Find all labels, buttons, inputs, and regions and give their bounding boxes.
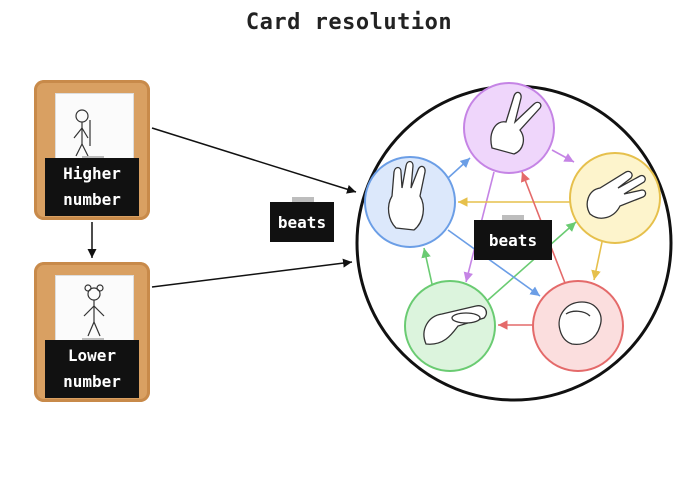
- card-paper: [55, 275, 134, 349]
- scissors-hand-icon: [490, 91, 542, 155]
- lower-number-card: Lower number: [34, 262, 150, 402]
- beats-label-left: beats: [270, 202, 334, 242]
- lower-number-label: Lower number: [45, 340, 139, 398]
- higher-number-line2: number: [63, 190, 121, 209]
- tape: [502, 215, 524, 222]
- higher-number-line1: Higher: [63, 164, 121, 183]
- page-title: Card resolution: [245, 10, 453, 35]
- lower-number-line2: number: [63, 372, 121, 391]
- tape: [292, 197, 314, 204]
- spock-hand-icon: [387, 160, 426, 231]
- lizard-hand-icon: [423, 305, 488, 345]
- card-paper: [55, 93, 134, 167]
- paper-hand-icon: [586, 170, 647, 219]
- beats-label-center: beats: [474, 220, 552, 260]
- rock-hand-icon: [558, 301, 602, 346]
- paper-beats-rock-arrow: [591, 241, 603, 281]
- higher-number-card: Higher number: [34, 80, 150, 220]
- lower-to-circle-arrow: [151, 258, 353, 288]
- spock-beats-scissors-arrow: [447, 157, 471, 179]
- lizard-beats-paper-arrow: [487, 221, 577, 301]
- lower-number-line1: Lower: [67, 346, 117, 365]
- stick-figure-bear-icon: [83, 284, 105, 337]
- scissors-beats-paper-arrow: [551, 149, 575, 163]
- higher-number-label: Higher number: [45, 158, 139, 216]
- higher-to-circle-arrow: [151, 127, 357, 194]
- spock-beats-rock-arrow: [447, 229, 541, 297]
- stick-figure-icon: [73, 109, 91, 157]
- lizard-beats-spock-arrow: [421, 247, 433, 285]
